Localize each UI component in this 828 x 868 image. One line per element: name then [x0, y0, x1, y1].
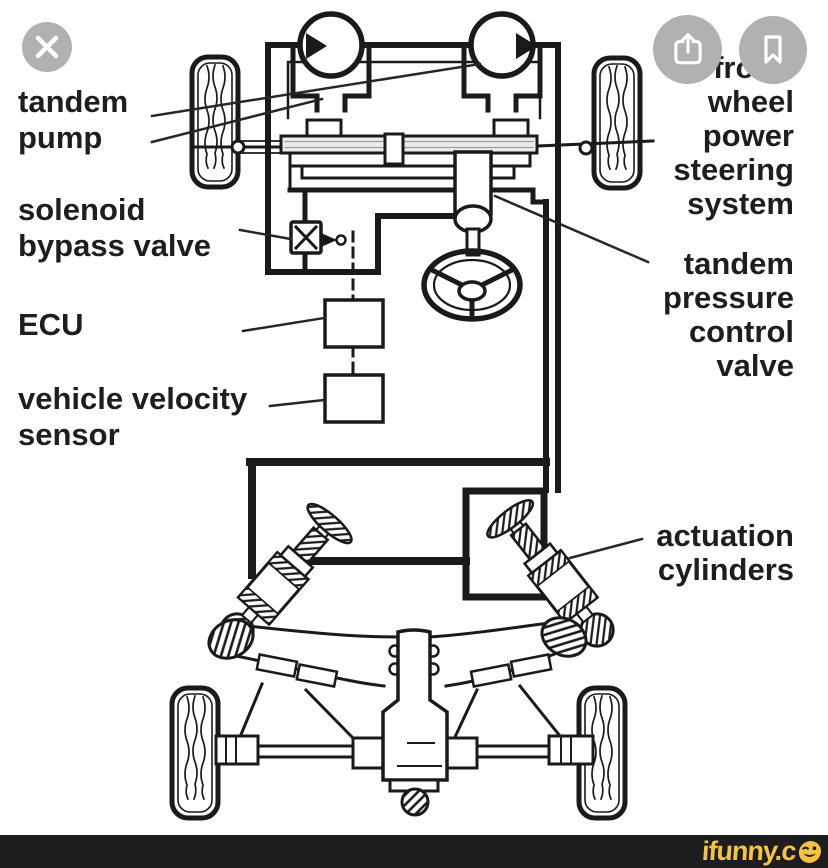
label-tandem-pump: tandem pump	[18, 84, 129, 155]
share-icon	[673, 32, 702, 64]
pump-mounts	[290, 43, 543, 113]
label-solenoid-bypass-valve: solenoid bypass valve	[18, 192, 212, 263]
label-actuation-cylinders: actuation cylinders	[656, 518, 794, 587]
ifunny-logo-text: ifunny.c	[701, 836, 798, 866]
ecu-sensor-chain	[323, 230, 385, 424]
steering-rack	[279, 118, 539, 180]
save-bookmark-button[interactable]	[739, 16, 807, 84]
label-vehicle-velocity-sensor: vehicle velocity sensor	[18, 381, 248, 452]
control-valve-and-steering-wheel	[421, 150, 523, 322]
close-button[interactable]	[22, 22, 72, 72]
hydraulic-pipes	[246, 458, 550, 601]
tandem-pump-symbols	[297, 11, 537, 79]
differential-housing	[381, 628, 449, 817]
rear-axle-assembly	[207, 616, 595, 817]
bookmark-icon	[764, 35, 782, 64]
steering-system-diagram	[150, 11, 655, 835]
solenoid-bypass-valve	[289, 187, 347, 275]
share-button[interactable]	[653, 15, 722, 84]
ecu-box	[323, 298, 385, 349]
ifunny-logo: ifunny.c	[701, 836, 823, 866]
footer-bar: ifunny.c	[0, 835, 828, 868]
speed-sensor-box	[323, 373, 385, 424]
rear-left-wheel	[172, 688, 218, 818]
close-icon	[35, 35, 59, 59]
label-tandem-pressure-control-valve: tandem pressure control valve	[663, 246, 794, 383]
pointer-lines	[150, 62, 650, 560]
front-right-wheel	[594, 58, 640, 188]
wink-smiley-icon	[798, 840, 822, 863]
label-ecu: ECU	[18, 307, 84, 342]
